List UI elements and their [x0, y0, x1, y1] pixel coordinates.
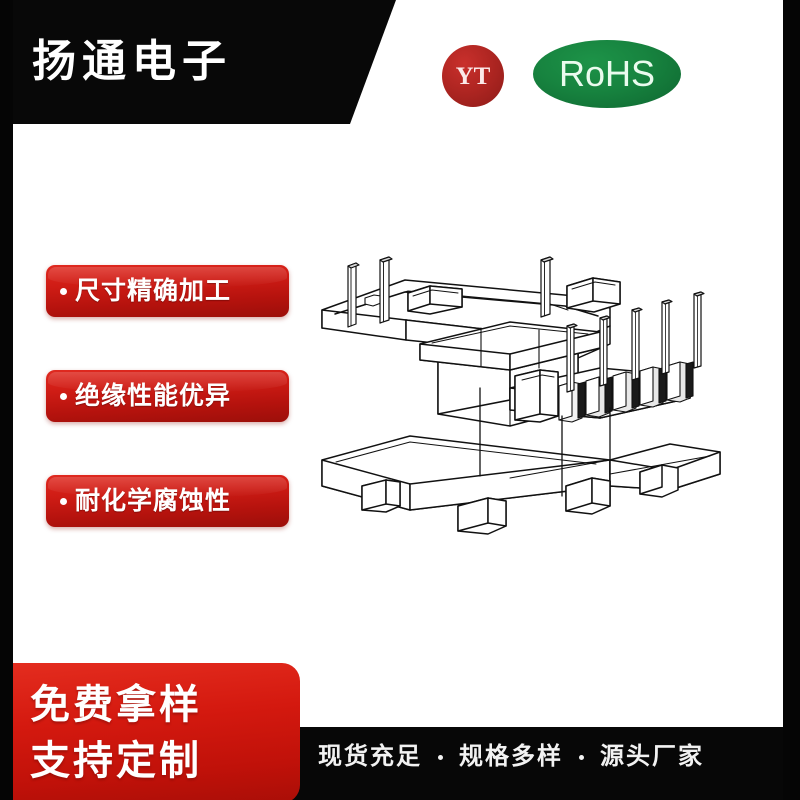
feature-pill-label: 绝缘性能优异 — [75, 382, 232, 410]
footer-tagline-manufacturer: 源头厂家 — [600, 743, 704, 770]
promo-line-customization: 支持定制 — [30, 739, 202, 783]
footer-tagline-variety: 规格多样 — [459, 743, 563, 770]
separator-dot-icon — [438, 754, 443, 760]
feature-pill-list: 尺寸精确加工 绝缘性能优异 耐化学腐蚀性 — [46, 265, 289, 580]
brand-name: 扬通电子 — [32, 37, 232, 86]
frame-border-left — [0, 0, 13, 800]
feature-pill-dimension-accuracy: 尺寸精确加工 — [46, 265, 289, 317]
yt-logo-badge: YT — [442, 45, 504, 107]
bullet-dot-icon — [60, 497, 67, 505]
feature-pill-insulation: 绝缘性能优异 — [46, 370, 289, 422]
feature-pill-label: 耐化学腐蚀性 — [75, 487, 232, 515]
footer-tagline: 现货充足 规格多样 源头厂家 — [318, 742, 704, 772]
bullet-dot-icon — [60, 392, 67, 400]
rohs-badge-label: RoHS — [558, 53, 656, 94]
separator-dot-icon — [579, 754, 584, 760]
promo-line-free-sample: 免费拿样 — [30, 683, 202, 727]
footer-tagline-stock: 现货充足 — [318, 743, 422, 770]
rohs-badge: RoHS — [533, 40, 681, 108]
bullet-dot-icon — [60, 287, 67, 295]
feature-pill-chemical-resistance: 耐化学腐蚀性 — [46, 475, 289, 527]
feature-pill-label: 尺寸精确加工 — [75, 277, 232, 305]
frame-border-right — [783, 0, 800, 800]
product-illustration — [310, 248, 735, 550]
promo-callout: 免费拿样 支持定制 — [0, 663, 300, 800]
yt-logo-label: YT — [455, 62, 491, 90]
